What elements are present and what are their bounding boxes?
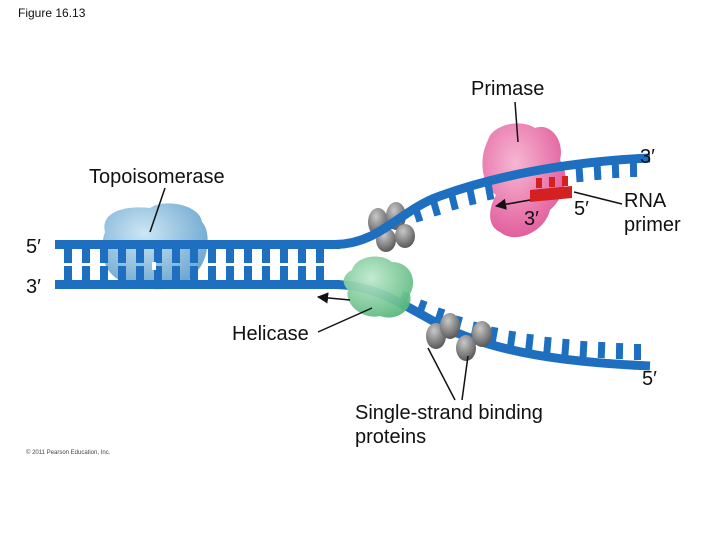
primase-label: Primase bbox=[471, 78, 545, 100]
primer-synthesis-arrow bbox=[494, 198, 531, 210]
end-label-left-top: 5′ bbox=[26, 236, 41, 258]
rna-primer-label-line1: RNA bbox=[624, 190, 667, 212]
parental-strand-bottom bbox=[55, 280, 340, 289]
end-label-upper-right: 3′ bbox=[640, 146, 655, 168]
ssb-leader-line-left bbox=[427, 347, 456, 401]
copyright-notice: © 2011 Pearson Education, Inc. bbox=[26, 450, 111, 456]
topoisomerase-leader-line bbox=[149, 187, 166, 233]
primase-leader-line bbox=[514, 101, 519, 143]
dna-molecule bbox=[55, 153, 651, 371]
helicase-label: Helicase bbox=[232, 323, 309, 345]
topoisomerase-label: Topoisomerase bbox=[89, 166, 225, 188]
upper-template-strand bbox=[334, 153, 651, 249]
ssb-proteins-lower bbox=[426, 313, 492, 361]
parental-strand-top bbox=[55, 240, 340, 249]
figure-label: Figure 16.13 bbox=[18, 6, 86, 20]
ssb-label-line1: Single-strand binding bbox=[355, 402, 543, 424]
rna-primer-label-line2: primer bbox=[624, 214, 681, 236]
end-label-primer-3: 3′ bbox=[524, 208, 539, 230]
end-label-left-bottom: 3′ bbox=[26, 276, 41, 298]
end-label-primer-5: 5′ bbox=[574, 198, 589, 220]
ssb-leader-line-right bbox=[461, 355, 469, 401]
end-label-lower-right: 5′ bbox=[642, 368, 657, 390]
rna-primer-leader-line bbox=[573, 191, 623, 205]
helicase-direction-arrow bbox=[316, 292, 351, 304]
helicase-protein bbox=[343, 256, 414, 318]
rna-primer bbox=[530, 176, 572, 202]
ssb-label-line2: proteins bbox=[355, 426, 427, 448]
helicase-leader-line bbox=[317, 307, 373, 333]
